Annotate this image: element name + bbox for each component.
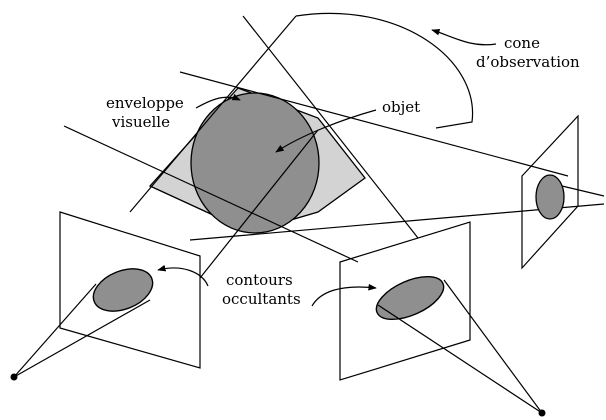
hull-label-line1: enveloppe <box>106 94 184 112</box>
projection-line <box>189 203 605 241</box>
contours-label-line1: contours <box>226 271 293 289</box>
contour-arrow-left <box>157 264 209 287</box>
object-arrow <box>275 109 377 153</box>
far-image-plane <box>521 114 579 270</box>
projection-line <box>63 125 359 263</box>
hull-label-line2: visuelle <box>111 113 170 131</box>
camera-ray <box>561 185 605 197</box>
right-image-plane <box>339 221 471 381</box>
far-silhouette <box>535 174 565 220</box>
projection-line <box>129 15 297 213</box>
camera-ray <box>13 299 151 378</box>
projection-line <box>242 15 419 239</box>
projection-line <box>179 71 569 177</box>
camera-ray <box>377 304 543 414</box>
left-silhouette <box>92 268 154 312</box>
camera-ray <box>13 283 97 378</box>
left-image-plane <box>59 211 201 369</box>
object-ellipse <box>190 92 320 234</box>
hull-arrow <box>195 93 241 109</box>
projection-line <box>199 129 319 279</box>
cone-arrow <box>431 28 497 46</box>
cone-label-line2: d’observation <box>476 53 580 71</box>
left-camera-center <box>10 373 18 381</box>
right-camera-center <box>538 409 546 417</box>
contours-label-line2: occultants <box>222 290 301 308</box>
object-label: objet <box>382 98 420 116</box>
observation-cone-arc <box>295 12 474 129</box>
right-silhouette <box>375 275 445 321</box>
contour-arrow-right <box>311 283 377 307</box>
cone-label-line1: cone <box>504 34 540 52</box>
camera-ray <box>443 279 543 414</box>
